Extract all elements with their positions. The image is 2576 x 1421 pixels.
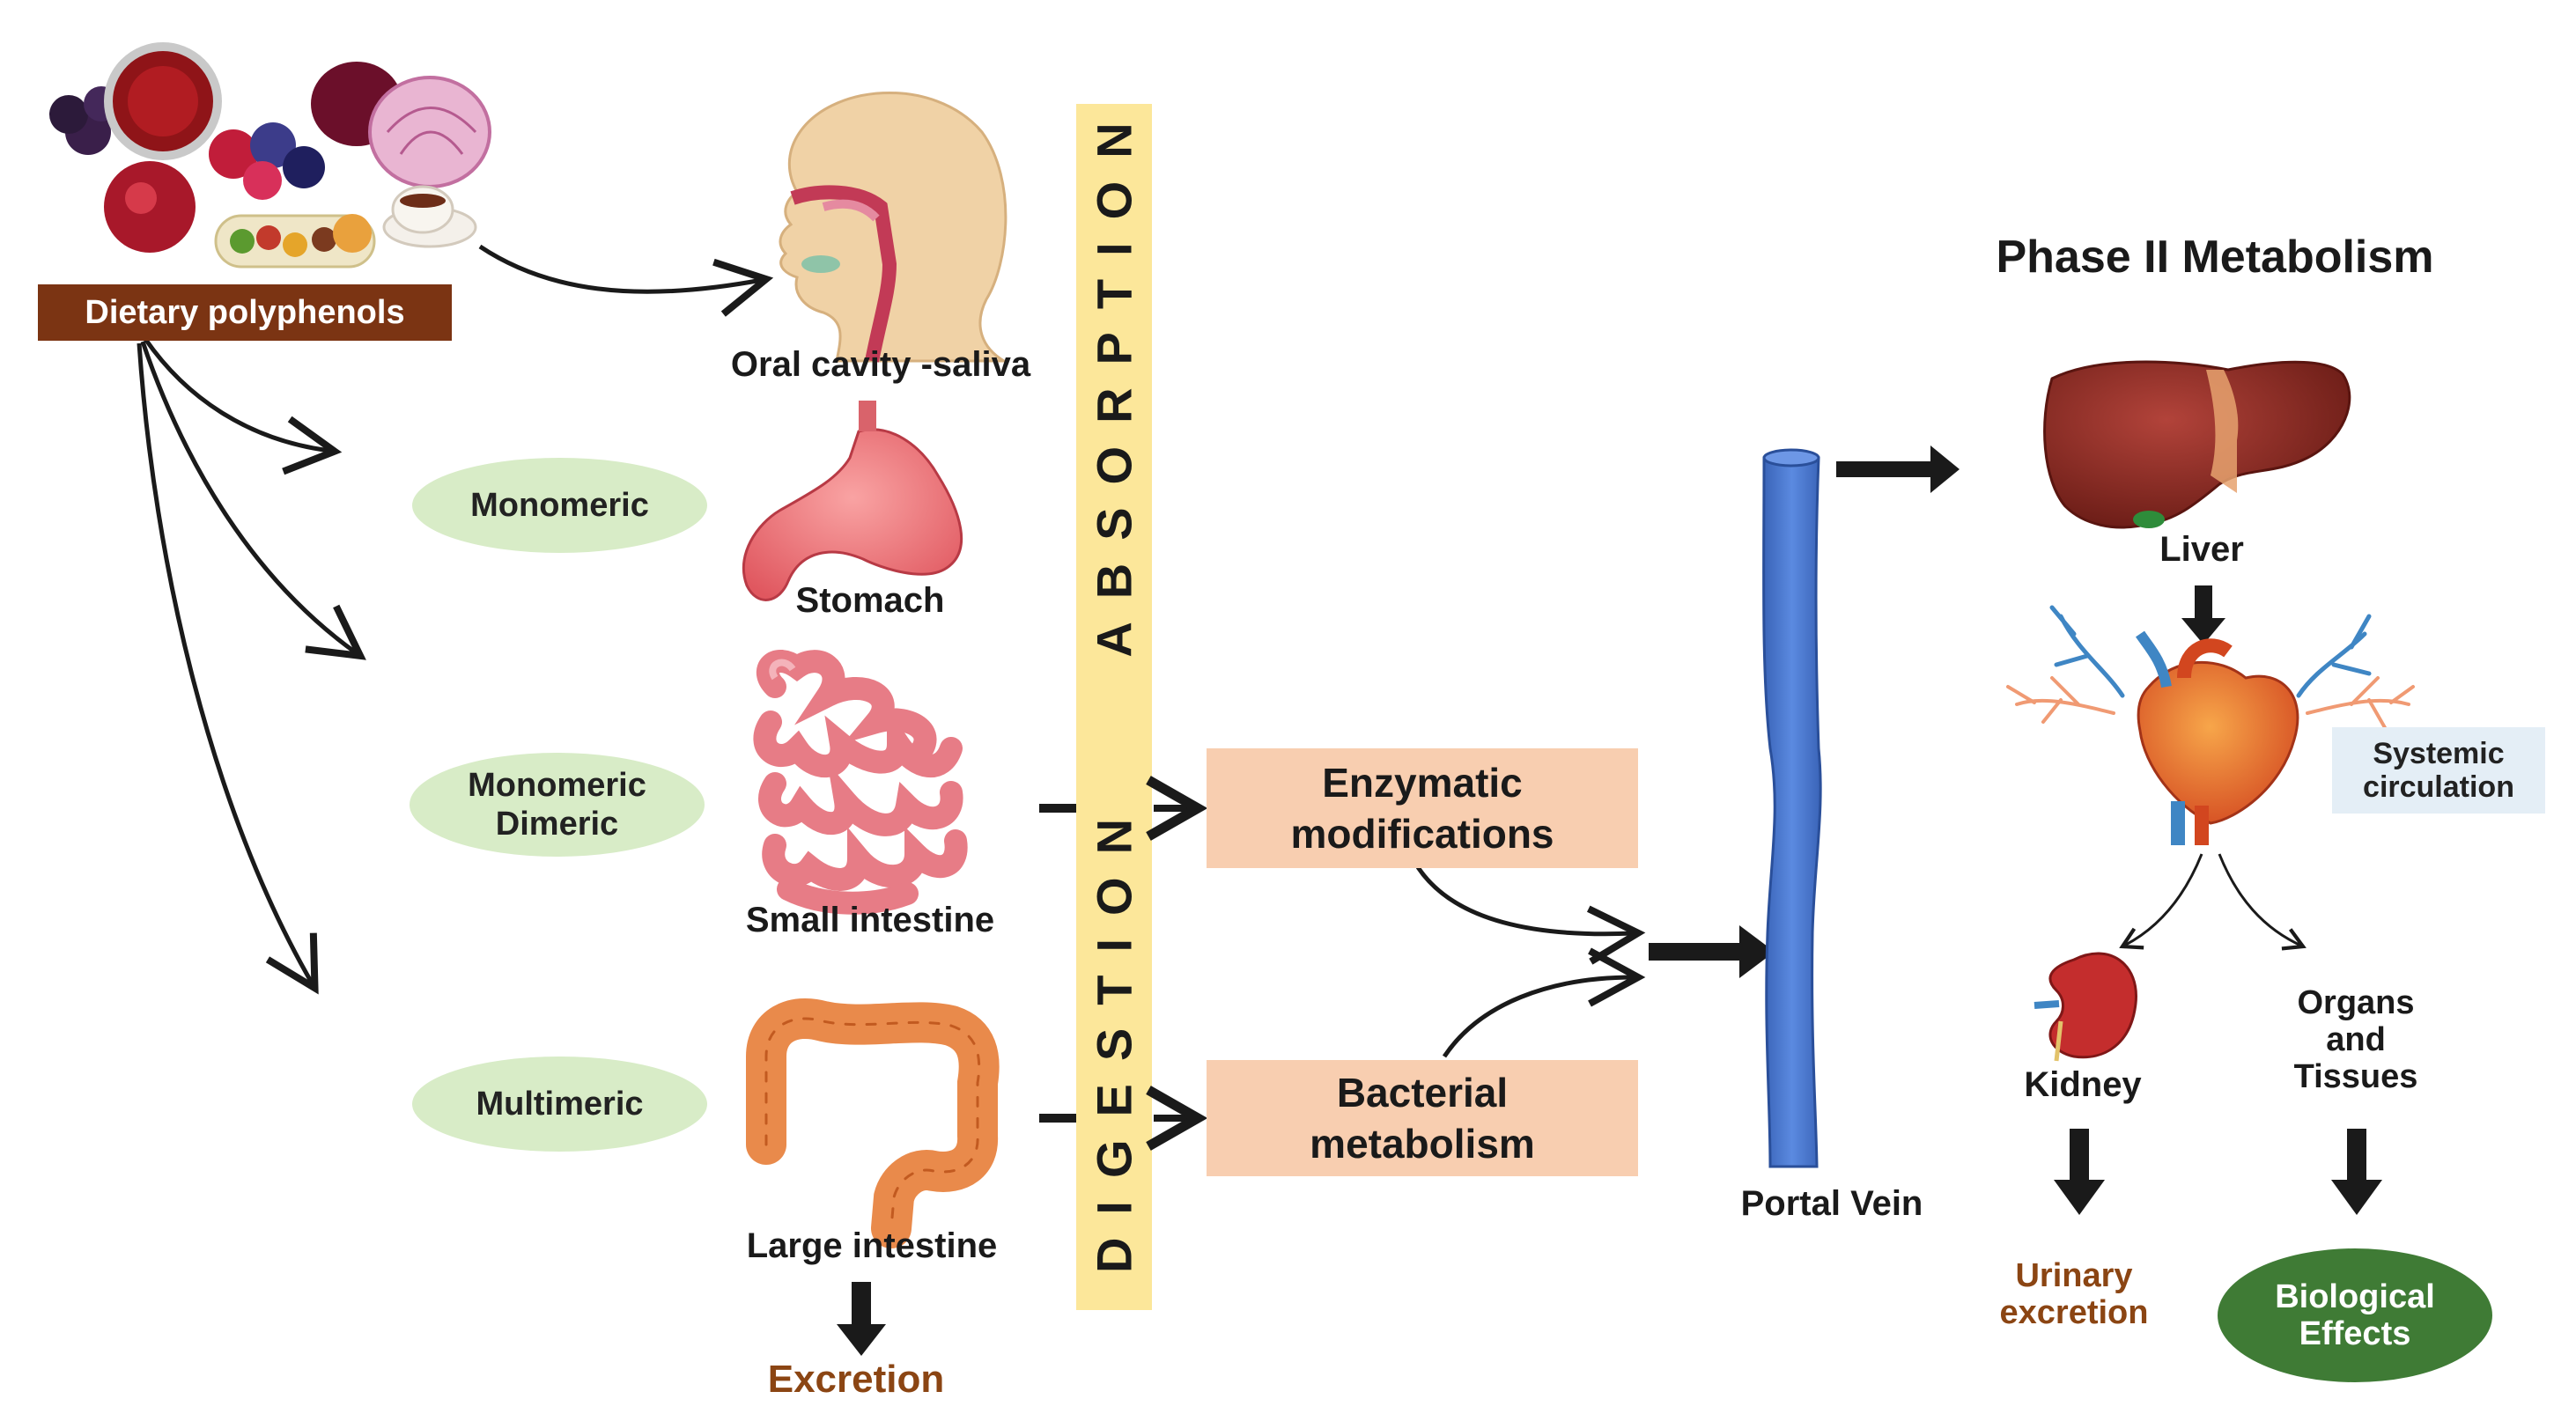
- small-intestine-icon: [753, 650, 968, 915]
- large-intestine-icon: [746, 998, 1000, 1248]
- urinary-line: excretion: [1999, 1294, 2149, 1331]
- kidney-icon: [2033, 952, 2137, 1062]
- urinary-excretion-label: Urinary excretion: [1964, 1257, 2184, 1331]
- bio-line: Biological: [2275, 1278, 2435, 1315]
- oral-cavity-label: Oral cavity -saliva: [730, 345, 1031, 384]
- liver-icon: [2043, 360, 2351, 529]
- systemic-circulation-box: Systemic circulation: [2332, 727, 2545, 814]
- stomach-label: Stomach: [795, 581, 945, 620]
- form-ellipse-monomeric-dimeric: Monomeric Dimeric: [410, 753, 705, 857]
- process-line: Bacterial: [1336, 1070, 1509, 1115]
- food-collage-icon: [49, 42, 491, 269]
- systemic-line: Systemic: [2373, 737, 2505, 770]
- process-line: metabolism: [1310, 1121, 1535, 1167]
- organs-line: Organs: [2297, 984, 2415, 1021]
- stomach-icon: [742, 401, 963, 601]
- form-ellipse-monomeric: Monomeric: [412, 458, 707, 553]
- liver-label: Liver: [2159, 530, 2244, 569]
- organs-line: Tissues: [2293, 1058, 2418, 1095]
- enzymatic-modifications-box: Enzymatic modifications: [1207, 748, 1638, 868]
- small-intestine-label: Small intestine: [745, 901, 995, 939]
- form-ellipse-multimeric: Multimeric: [412, 1057, 707, 1152]
- phase2-title: Phase II Metabolism: [1996, 232, 2434, 283]
- form-label: Dimeric: [495, 806, 619, 843]
- kidney-label: Kidney: [2024, 1065, 2142, 1104]
- process-line: Enzymatic: [1322, 760, 1523, 806]
- absorption-digestion-band: [1076, 104, 1152, 1310]
- systemic-line: circulation: [2363, 770, 2514, 804]
- large-intestine-label: Large intestine: [746, 1226, 998, 1265]
- portal-vein-icon: [1762, 448, 1822, 1168]
- organs-line: and: [2326, 1021, 2386, 1058]
- head-profile-icon: [779, 91, 1009, 363]
- heart-icon: [2006, 605, 2415, 845]
- form-label: Monomeric: [468, 767, 646, 804]
- organs-tissues-label: Organs and Tissues: [2237, 984, 2475, 1095]
- excretion-label: Excretion: [767, 1358, 945, 1401]
- dietary-polyphenols-box: Dietary polyphenols: [38, 284, 452, 341]
- form-label: Multimeric: [476, 1086, 644, 1123]
- urinary-line: Urinary: [2015, 1257, 2133, 1294]
- bio-line: Effects: [2299, 1315, 2411, 1352]
- bacterial-metabolism-box: Bacterial metabolism: [1207, 1060, 1638, 1176]
- process-line: modifications: [1290, 811, 1554, 857]
- biological-effects-ellipse: Biological Effects: [2218, 1248, 2492, 1382]
- form-label: Monomeric: [470, 487, 649, 524]
- portal-vein-label: Portal Vein: [1740, 1184, 1923, 1223]
